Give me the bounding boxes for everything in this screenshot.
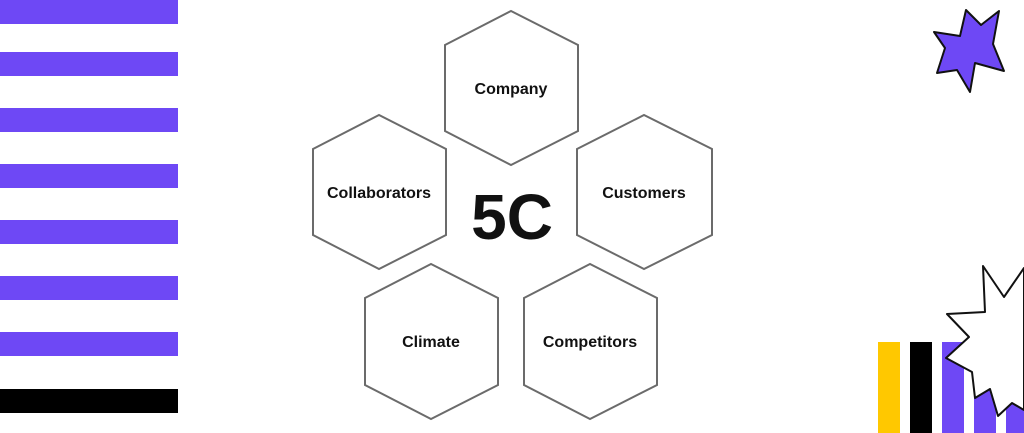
star-shape [933, 9, 1005, 93]
bar-black [910, 342, 932, 433]
stripe-purple [0, 52, 178, 76]
stripe-purple [0, 332, 178, 356]
hex-node-customers: Customers [576, 113, 713, 271]
hex-node-climate: Climate [364, 262, 499, 421]
hex-node-company: Company [444, 9, 579, 167]
hex-node-competitors: Competitors [523, 262, 658, 421]
hex-label-collaborators: Collaborators [327, 185, 431, 202]
stripe-black [0, 389, 178, 413]
starburst-shape [945, 265, 1024, 417]
stripe-purple [0, 164, 178, 188]
stripe-purple [0, 220, 178, 244]
hex-label-competitors: Competitors [543, 334, 637, 351]
hex-label-customers: Customers [602, 185, 686, 202]
center-label: 5C [471, 181, 553, 253]
stripe-purple [0, 0, 178, 24]
hex-label-company: Company [475, 81, 548, 98]
stripe-purple [0, 276, 178, 300]
bar-yellow [878, 342, 900, 433]
stripe-purple [0, 108, 178, 132]
hex-label-climate: Climate [402, 334, 460, 351]
hex-node-collaborators: Collaborators [312, 113, 447, 271]
